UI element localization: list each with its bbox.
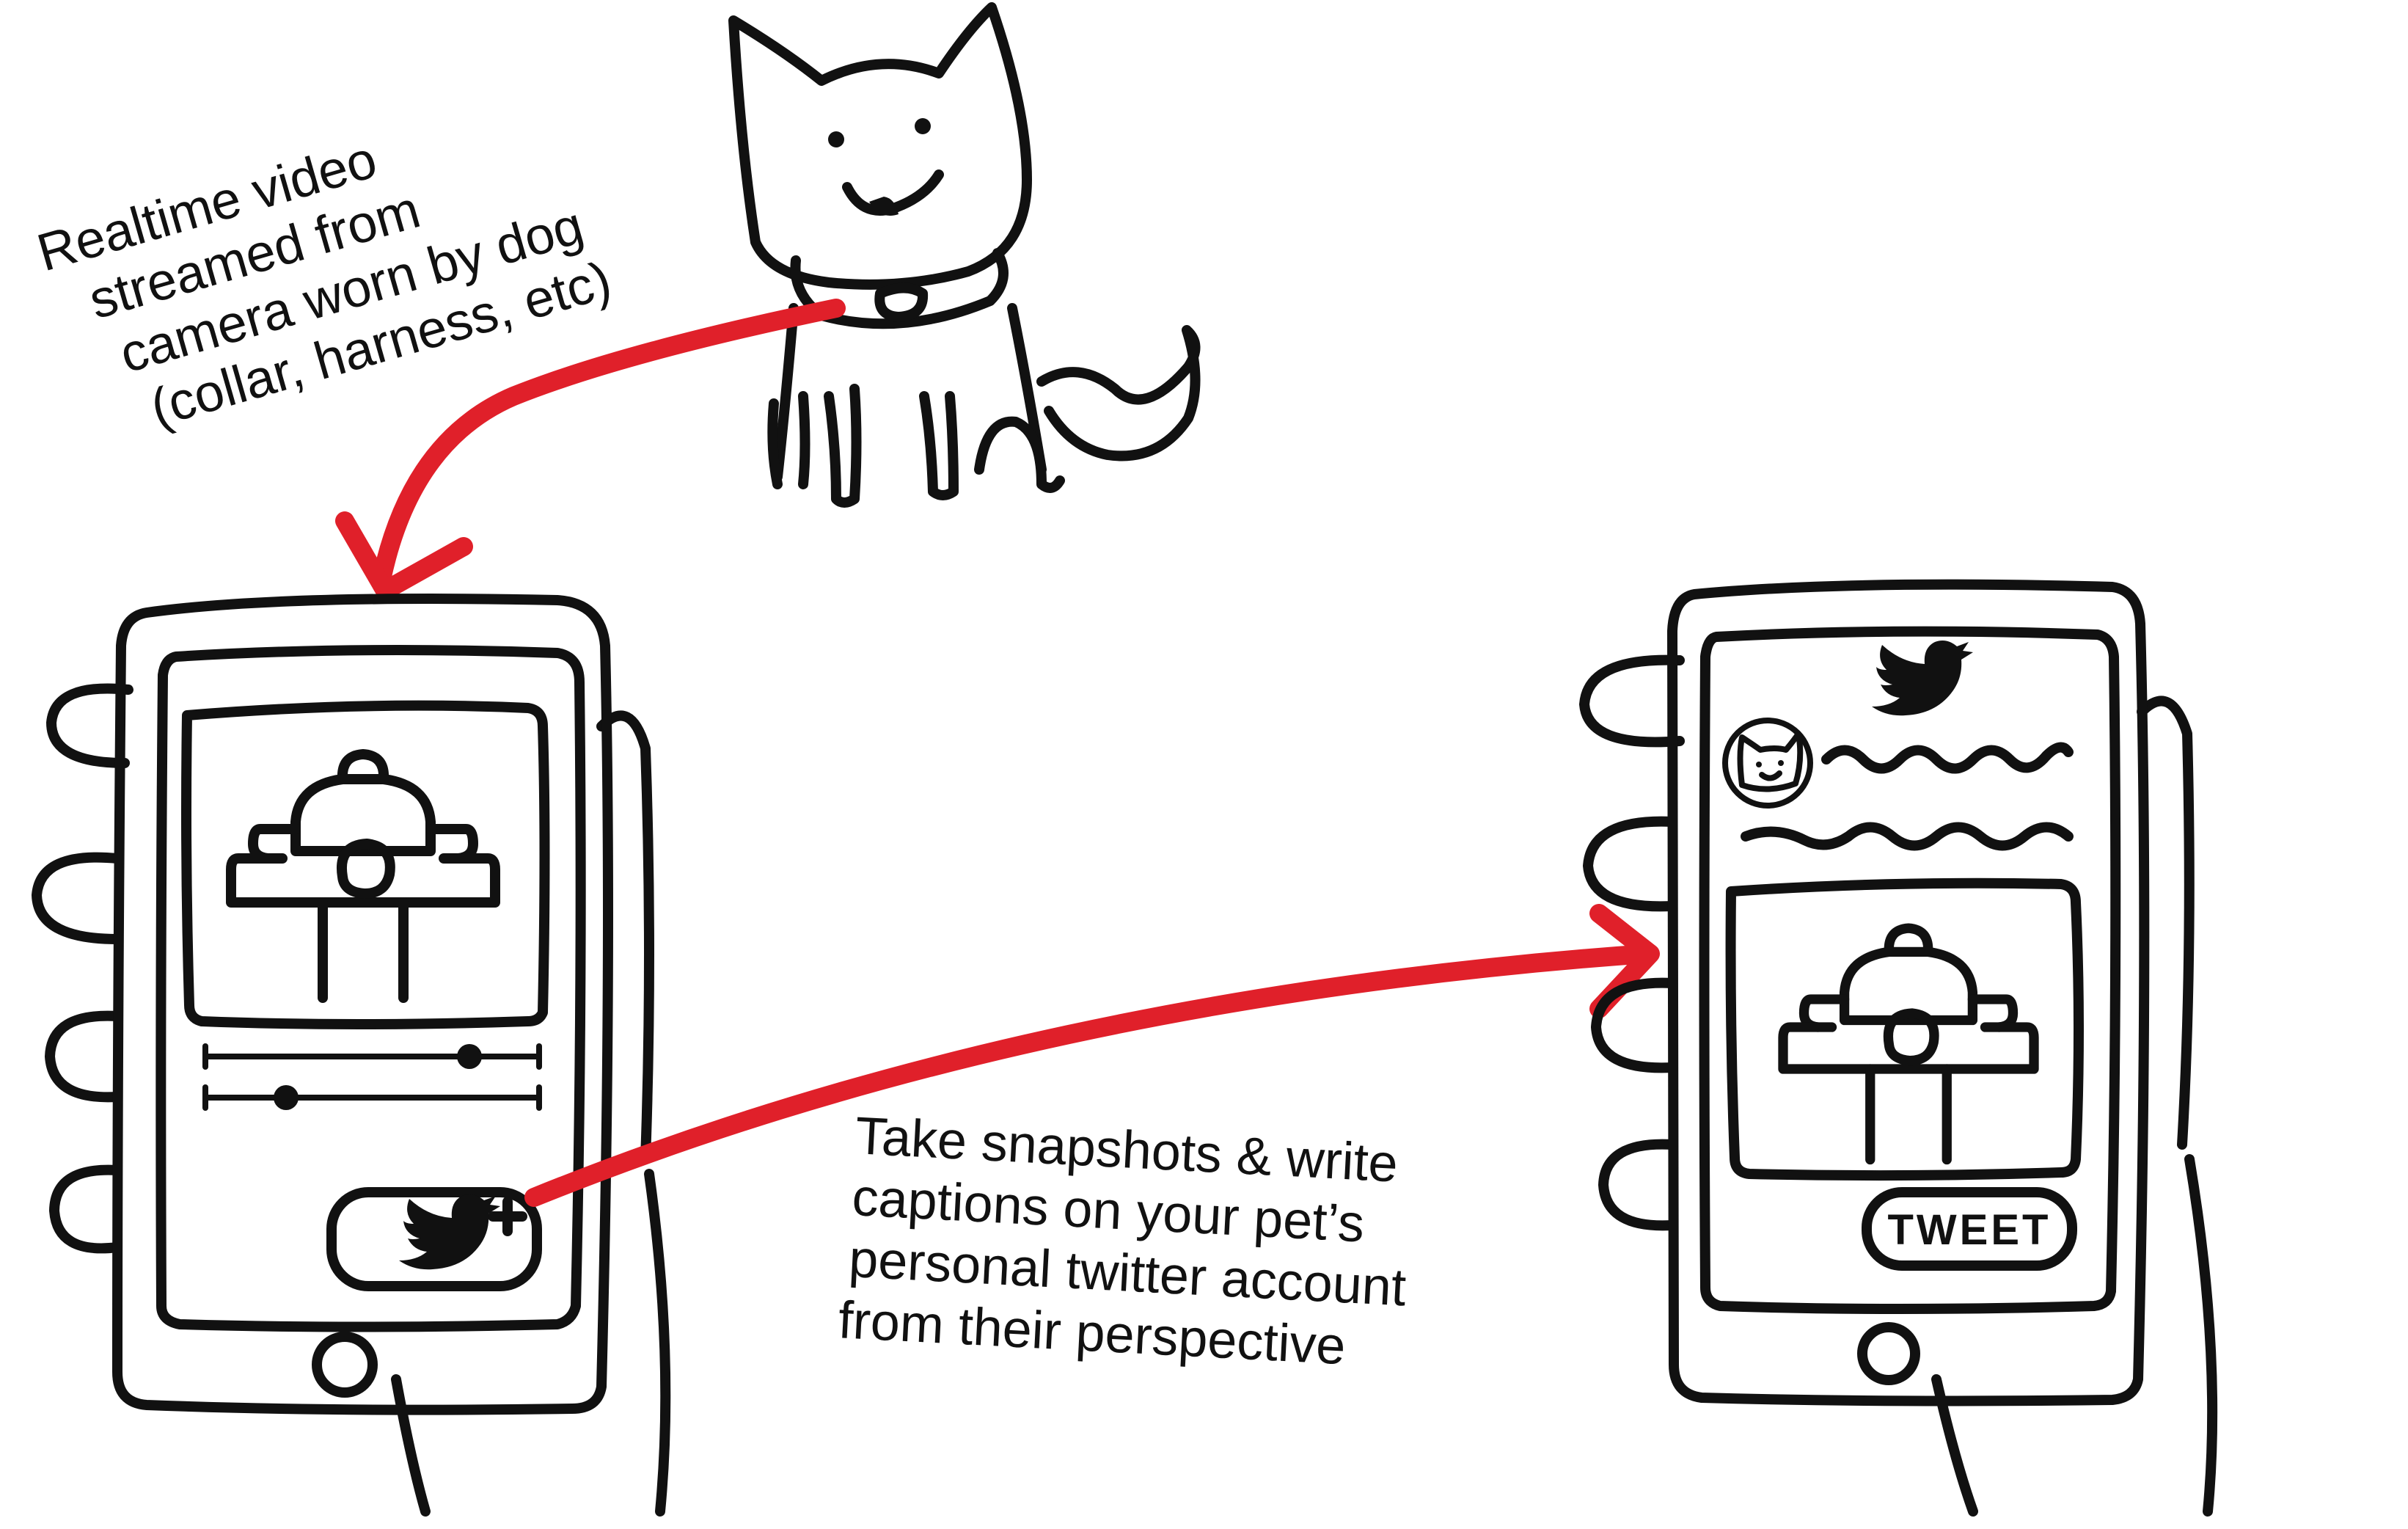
tweet-button[interactable]: TWEET (1862, 1187, 2077, 1271)
caption-squiggle-1 (1821, 742, 2074, 774)
slider-knob-1[interactable] (457, 1044, 482, 1069)
video-stream-annotation: Realtime video streamed from camera worn… (31, 130, 618, 438)
tweet-button-label: TWEET (1888, 1206, 2052, 1254)
slider-knob-2[interactable] (274, 1085, 299, 1110)
cat-avatar-icon[interactable] (1722, 718, 1813, 809)
snapshot-annotation: Take snapshots & write captions on your … (837, 1106, 1408, 1376)
right-phone: TWEET (1579, 579, 2218, 1517)
twitter-bird-icon (399, 1194, 500, 1270)
caption-squiggle-2 (1741, 822, 2074, 851)
home-button[interactable] (1857, 1322, 1920, 1385)
plus-icon (488, 1197, 527, 1236)
arrow-dog-to-phone (335, 299, 846, 600)
dog-sketch (728, 2, 1201, 508)
fire-hydrant-icon (231, 754, 495, 998)
add-tweet-button[interactable] (326, 1187, 542, 1291)
left-phone (32, 594, 671, 1517)
home-button[interactable] (312, 1332, 378, 1398)
fire-hydrant-icon (1783, 928, 2034, 1159)
twitter-bird-icon (1872, 641, 1973, 716)
